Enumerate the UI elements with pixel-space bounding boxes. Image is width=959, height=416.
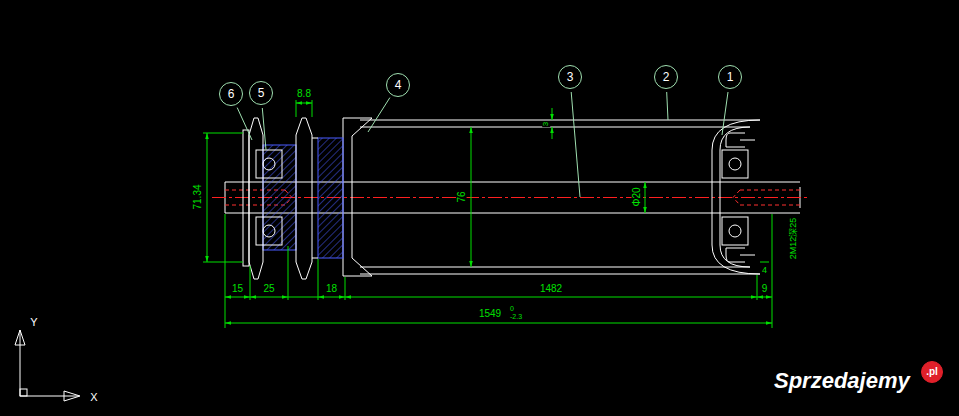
dimension-text: 4 <box>761 266 768 275</box>
callout-circle: 6 <box>219 82 243 106</box>
callout-number: 3 <box>567 71 574 83</box>
circle-shape <box>655 66 678 89</box>
hub-section <box>318 138 343 258</box>
dimension-text: 8.8 <box>296 89 312 99</box>
callout-number: 2 <box>663 71 670 83</box>
dimension-text: 0 <box>509 305 515 312</box>
center-line <box>212 197 808 198</box>
dimension-text: 1549 <box>478 309 502 319</box>
sprocket <box>249 118 263 279</box>
labyrinth-seal <box>712 120 760 274</box>
hub-section <box>263 145 296 250</box>
dimension-text: 25 <box>262 284 275 294</box>
callout-number: 5 <box>258 87 265 99</box>
tube <box>360 120 760 274</box>
circle-shape <box>719 66 742 89</box>
dimension-text: 2M12深25 <box>790 216 799 260</box>
dimension-text: 15 <box>231 284 244 294</box>
circle-shape <box>220 83 243 106</box>
dimension-text: 3 <box>542 121 550 127</box>
dimension-text: Φ20 <box>632 186 642 207</box>
callout-number: 1 <box>727 71 734 83</box>
dimension-text: 9 <box>761 284 769 294</box>
watermark-badge: .pl <box>921 361 943 383</box>
watermark-text: .pl <box>926 367 938 377</box>
callout-circle: 3 <box>558 65 582 89</box>
bearing <box>722 150 748 245</box>
callout-circle: 1 <box>718 65 742 89</box>
watermark-text: Sprzedajemy <box>773 370 911 392</box>
callout-circle: 2 <box>654 65 678 89</box>
circle-shape <box>250 82 273 105</box>
bearing <box>256 150 282 245</box>
callout-number: 4 <box>395 79 402 91</box>
sprocket <box>296 118 312 279</box>
dimension-text: 18 <box>325 284 338 294</box>
circle-shape <box>559 66 582 89</box>
ucs-icon <box>15 330 80 401</box>
callout-circle: 5 <box>249 81 273 105</box>
circle-shape <box>922 362 943 383</box>
end-plate <box>243 130 249 266</box>
dimension-text: 76 <box>457 190 467 203</box>
axis-label: X <box>89 392 98 403</box>
circle-shape <box>387 74 410 97</box>
callout-number: 6 <box>228 88 235 100</box>
axis-label: Y <box>29 317 38 328</box>
dimension-line <box>203 100 772 328</box>
leader-line <box>237 92 728 197</box>
dimension-text: -2.3 <box>509 313 523 320</box>
callout-circle: 4 <box>386 73 410 97</box>
dimension-text: 71.34 <box>193 183 203 210</box>
end-cap <box>343 118 372 276</box>
dimension-text: 1482 <box>539 284 563 294</box>
